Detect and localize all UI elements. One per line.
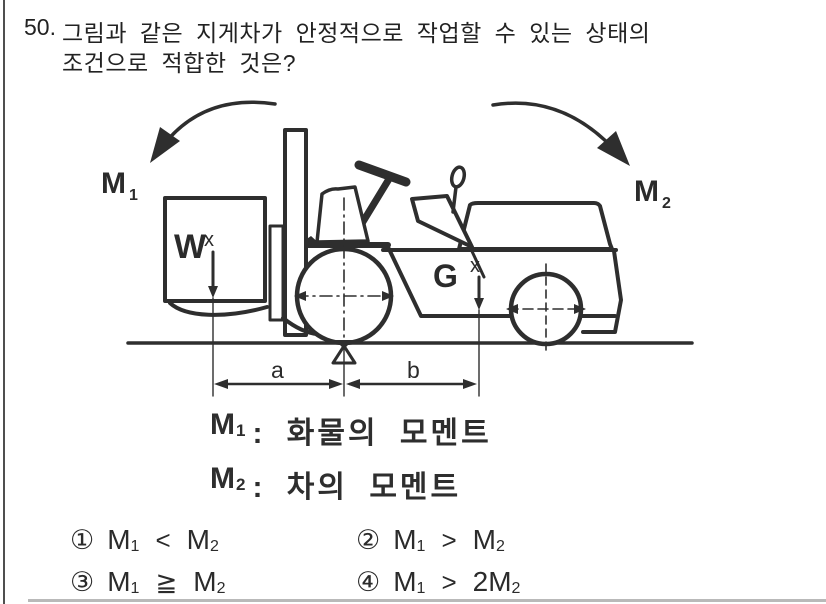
moment-m2-arrow xyxy=(491,101,630,166)
pallet-sag xyxy=(168,301,269,317)
dimension-b xyxy=(346,379,477,389)
seat xyxy=(410,194,474,249)
choice-4-operator: > xyxy=(441,567,457,597)
bottom-scan-line xyxy=(28,599,826,602)
moment-m1-arrow xyxy=(150,100,277,163)
load-weight-label: W xyxy=(174,228,207,266)
choice-1-operator: < xyxy=(155,525,171,555)
choice-3-lhs: M xyxy=(107,566,131,597)
legend-m1-symbol: M xyxy=(210,408,235,441)
engine-cover xyxy=(457,201,614,251)
choice-3-operator: ≧ xyxy=(155,567,178,597)
rear-wheel xyxy=(506,263,586,353)
dimension-a xyxy=(214,379,343,389)
moment-m2-label: M xyxy=(634,175,659,208)
moment-m2-sub: 2 xyxy=(662,195,671,212)
question-text-line2: 조건으로 적합한 것은? xyxy=(62,50,297,76)
load-weight-mark: x xyxy=(204,229,214,251)
choice-4-marker: ④ xyxy=(356,567,381,597)
choice-2-marker: ② xyxy=(356,525,381,555)
front-wheel xyxy=(294,197,394,349)
question-number: 50. xyxy=(24,14,56,40)
choice-2-lhs: M xyxy=(393,524,417,555)
legend-m1-sub: 1 xyxy=(236,421,246,440)
moment-m1-label: M xyxy=(101,167,126,200)
choice-2-operator: > xyxy=(441,525,457,555)
choice-2-rhs: M xyxy=(472,524,496,555)
choice-4-lhs: M xyxy=(393,566,417,597)
choice-4-rhs: 2M xyxy=(472,566,512,597)
choice-1-rhs: M xyxy=(186,524,210,555)
legend-m2-symbol: M xyxy=(210,462,235,495)
left-border-rule xyxy=(3,0,5,604)
load-box xyxy=(163,196,267,303)
gravity-arrow xyxy=(474,275,484,397)
dimension-b-label: b xyxy=(407,357,420,383)
question-text-line1: 그림과 같은 지게차가 안정적으로 작업할 수 있는 상태의 xyxy=(62,20,651,46)
dimension-a-label: a xyxy=(271,357,284,383)
choice-1-lhs: M xyxy=(107,524,131,555)
choice-1-marker: ① xyxy=(70,525,95,555)
choice-3-rhs: M xyxy=(193,566,217,597)
cowl xyxy=(315,185,370,244)
choice-3-marker: ③ xyxy=(70,567,95,597)
control-lever xyxy=(449,165,467,214)
legend-m2-sub: 2 xyxy=(236,475,246,494)
forklift-body xyxy=(289,160,623,334)
legend-m1-desc: : 화물의 모멘트 xyxy=(252,417,492,450)
gravity-label: G xyxy=(433,258,458,294)
gravity-mark: x xyxy=(470,255,480,277)
legend-m2-desc: : 차의 모멘트 xyxy=(252,471,462,504)
moment-m1-sub: 1 xyxy=(129,187,138,204)
load-weight-arrow xyxy=(208,250,218,397)
fork-carriage xyxy=(268,224,285,322)
